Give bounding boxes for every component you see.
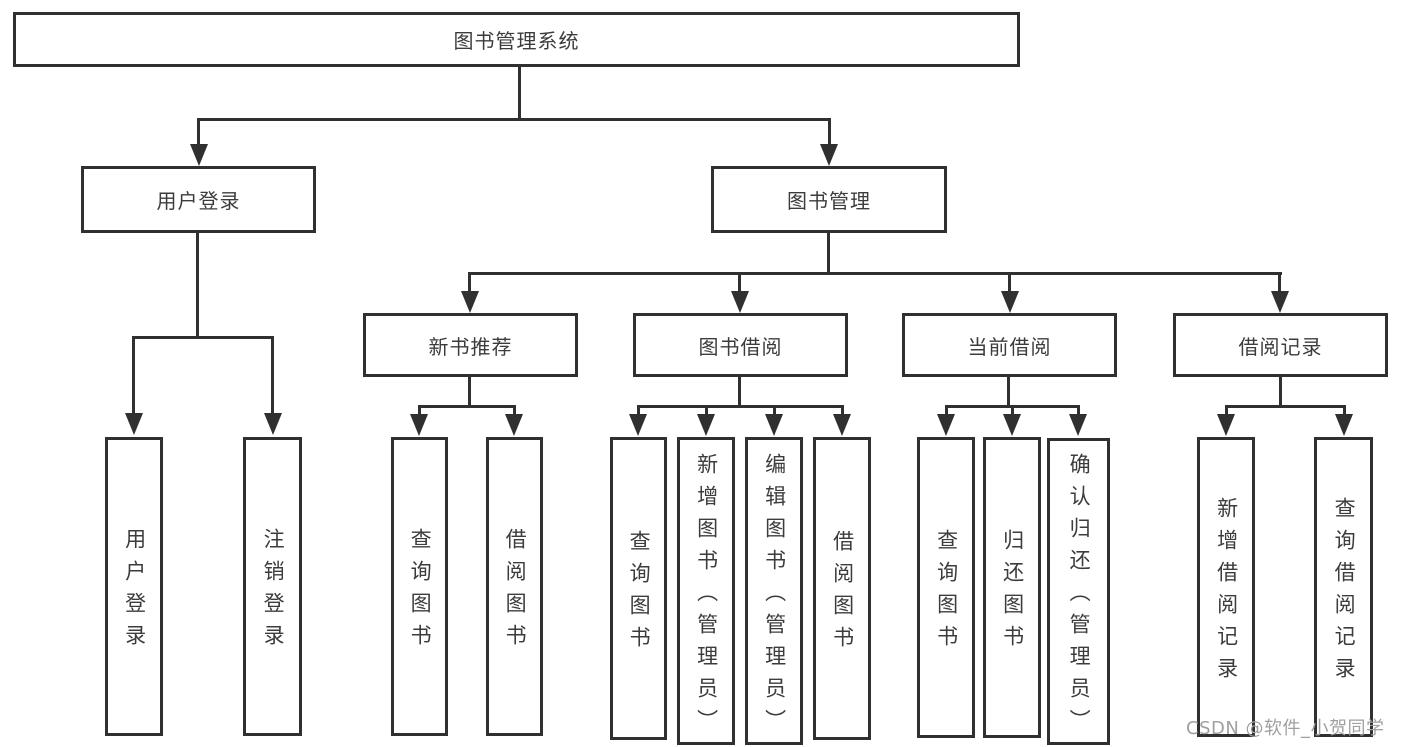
connector-to-leaf-logout (271, 336, 274, 416)
connector-borrow-records-stem (1279, 377, 1282, 407)
arrowhead (1271, 291, 1289, 313)
connector-current-borrow-stem (1007, 377, 1010, 407)
node-label: 新增借阅记录 (1214, 496, 1239, 689)
connector-leaf (841, 405, 844, 417)
node-new-book-recommend: 新书推荐 (363, 313, 578, 377)
node-label: 新书推荐 (428, 334, 513, 359)
connector-to-user-login (197, 118, 200, 148)
connector-to-current-borrow (1008, 272, 1011, 294)
arrowhead (629, 414, 647, 436)
node-label: 注销登录 (261, 528, 286, 656)
node-label: 查询图书 (934, 529, 959, 657)
connector-leaf (637, 405, 640, 417)
node-library-system-root: 图书管理系统 (13, 12, 1020, 67)
arrowhead (410, 414, 428, 436)
leaf-user-login: 用户登录 (105, 437, 163, 736)
leaf-query-books-recommend: 查询图书 (391, 437, 448, 736)
node-label: 查询借阅记录 (1332, 496, 1357, 689)
node-borrow-records: 借阅记录 (1173, 313, 1388, 377)
connector-to-book-management (828, 118, 831, 148)
connector-borrow-records-hbar (1225, 405, 1346, 408)
node-book-management: 图书管理 (711, 166, 947, 233)
connector-book-borrow-stem (738, 377, 741, 407)
arrowhead (820, 144, 838, 166)
arrowhead (765, 414, 783, 436)
connector-new-book-stem (468, 377, 471, 407)
node-label: 用户登录 (122, 528, 147, 656)
node-label: 图书管理 (787, 189, 871, 213)
node-label: 借阅图书 (830, 530, 855, 658)
node-label: 归还图书 (1000, 529, 1025, 657)
connector-to-leaf-login (132, 336, 135, 416)
leaf-confirm-return-admin: 确认归还（管理员） (1047, 438, 1110, 745)
node-book-borrow: 图书借阅 (633, 313, 848, 377)
connector-leaf (773, 405, 776, 417)
arrowhead (1003, 414, 1021, 436)
connector-leaf (705, 405, 708, 417)
node-label: 借阅记录 (1238, 334, 1323, 359)
leaf-query-books-borrow: 查询图书 (610, 437, 667, 740)
node-label: 图书管理系统 (453, 29, 580, 53)
arrowhead (697, 414, 715, 436)
arrowhead (264, 413, 282, 435)
connector-user-login-stem (196, 233, 199, 338)
leaf-borrow-books-recommend: 借阅图书 (486, 437, 543, 736)
leaf-add-borrow-record: 新增借阅记录 (1197, 437, 1255, 737)
arrowhead (1335, 414, 1353, 436)
leaf-query-books-current: 查询图书 (917, 437, 975, 738)
csdn-watermark: CSDN @软件_小贺同学 (1186, 718, 1385, 739)
node-label: 借阅图书 (503, 528, 528, 656)
connector-new-book-hbar (418, 405, 516, 408)
leaf-add-books-admin: 新增图书（管理员） (677, 437, 735, 745)
arrowhead (190, 144, 208, 166)
connector-to-borrow-records (1278, 272, 1281, 294)
connector-leaf (945, 405, 948, 417)
leaf-return-books: 归还图书 (983, 437, 1041, 738)
connector-book-mgmt-stem (827, 233, 830, 275)
connector-leaf (1011, 405, 1014, 417)
node-label: 新增图书（管理员） (694, 452, 719, 741)
node-label: 当前借阅 (967, 334, 1052, 359)
connector-root-stem (518, 67, 521, 120)
arrowhead (505, 414, 523, 436)
node-current-borrow: 当前借阅 (902, 313, 1117, 377)
connector-to-new-book (468, 272, 471, 294)
connector-leaf (1225, 405, 1228, 417)
arrowhead (1217, 414, 1235, 436)
arrowhead (1069, 414, 1087, 436)
connector-leaf (513, 405, 516, 417)
node-label: 用户登录 (156, 189, 241, 213)
node-label: 编辑图书（管理员） (762, 452, 787, 741)
node-label: 确认归还（管理员） (1067, 453, 1092, 741)
connector-user-login-hbar (133, 336, 273, 339)
node-label: 查询图书 (627, 530, 652, 658)
leaf-edit-books-admin: 编辑图书（管理员） (745, 437, 803, 745)
arrowhead (125, 413, 143, 435)
arrowhead (1001, 291, 1019, 313)
arrowhead (731, 291, 749, 313)
connector-book-mgmt-hbar (468, 272, 1282, 275)
connector-book-borrow-hbar (637, 405, 844, 408)
arrowhead (937, 414, 955, 436)
arrowhead (833, 414, 851, 436)
connector-leaf (1077, 405, 1080, 417)
leaf-query-borrow-record: 查询借阅记录 (1314, 437, 1373, 737)
connector-leaf (1343, 405, 1346, 417)
node-label: 查询图书 (408, 528, 433, 656)
leaf-borrow-books: 借阅图书 (813, 437, 871, 740)
node-label: 图书借阅 (698, 334, 783, 359)
node-user-login: 用户登录 (81, 166, 316, 233)
connector-to-book-borrow (738, 272, 741, 294)
arrowhead (461, 291, 479, 313)
leaf-logout: 注销登录 (243, 437, 302, 736)
connector-root-hbar (198, 118, 831, 121)
connector-leaf (418, 405, 421, 417)
